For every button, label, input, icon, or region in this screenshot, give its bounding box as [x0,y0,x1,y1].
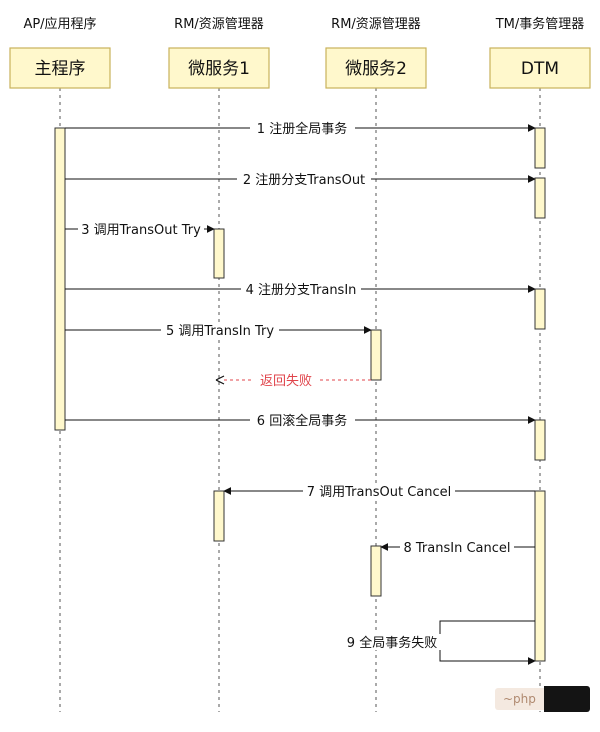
activation-dtm-5 [534,490,546,662]
message-label-2: 2 注册分支TransOut [243,173,365,188]
role-label-rm-2: RM/资源管理器 [331,17,421,32]
role-label-tm: TM/事务管理器 [495,16,585,32]
watermark-dark-strip [543,686,590,712]
activation-main-app [54,127,66,431]
activation-dtm-2 [534,177,546,219]
message-label-bg-4 [241,281,361,297]
activation-microservice-1-try [213,228,225,279]
watermark-badge: ~php [495,686,590,712]
message-label-8: 8 TransIn Cancel [403,541,510,556]
message-label-bg-3 [78,221,204,237]
message-label-5: 5 调用TransIn Try [166,324,274,339]
role-label-rm-1: RM/资源管理器 [174,17,264,32]
activation-microservice-1-cancel [213,490,225,542]
activation-microservice-2-try [370,329,382,381]
participant-microservice-2-label: 微服务2 [345,59,407,79]
message-label-bg-5 [161,322,279,338]
message-label-7: 7 调用TransOut Cancel [307,485,452,500]
return-arrowhead-icon [215,375,225,385]
participant-microservice-2 [325,47,427,89]
activation-dtm-1 [534,127,546,169]
message-label-return-failure: 返回失败 [260,374,312,389]
message-label-bg-1 [250,120,355,136]
message-label-bg-2 [237,171,371,187]
message-label-9: 9 全局事务失败 [347,635,437,651]
participant-dtm-label: DTM [521,59,559,79]
message-label-4: 4 注册分支TransIn [246,283,357,298]
watermark-logo-icon: ~php [495,688,544,710]
participant-main-app [9,47,111,89]
message-label-bg-failure [254,372,318,388]
participant-dtm [489,47,591,89]
activation-dtm-3 [534,288,546,330]
message-label-bg-9 [340,634,444,650]
participant-microservice-1 [168,47,270,89]
message-label-1: 1 注册全局事务 [257,121,347,137]
activation-dtm-4 [534,419,546,461]
message-label-bg-8 [400,539,514,555]
message-label-6: 6 回滚全局事务 [257,413,347,429]
role-label-ap: AP/应用程序 [23,16,96,32]
activation-microservice-2-cancel [370,545,382,597]
message-arrow-9-self [439,620,536,665]
message-label-bg-7 [303,483,455,499]
participant-microservice-1-label: 微服务1 [188,59,250,79]
participant-main-app-label: 主程序 [35,59,86,79]
message-label-3: 3 调用TransOut Try [81,223,201,238]
message-label-bg-6 [250,412,355,428]
